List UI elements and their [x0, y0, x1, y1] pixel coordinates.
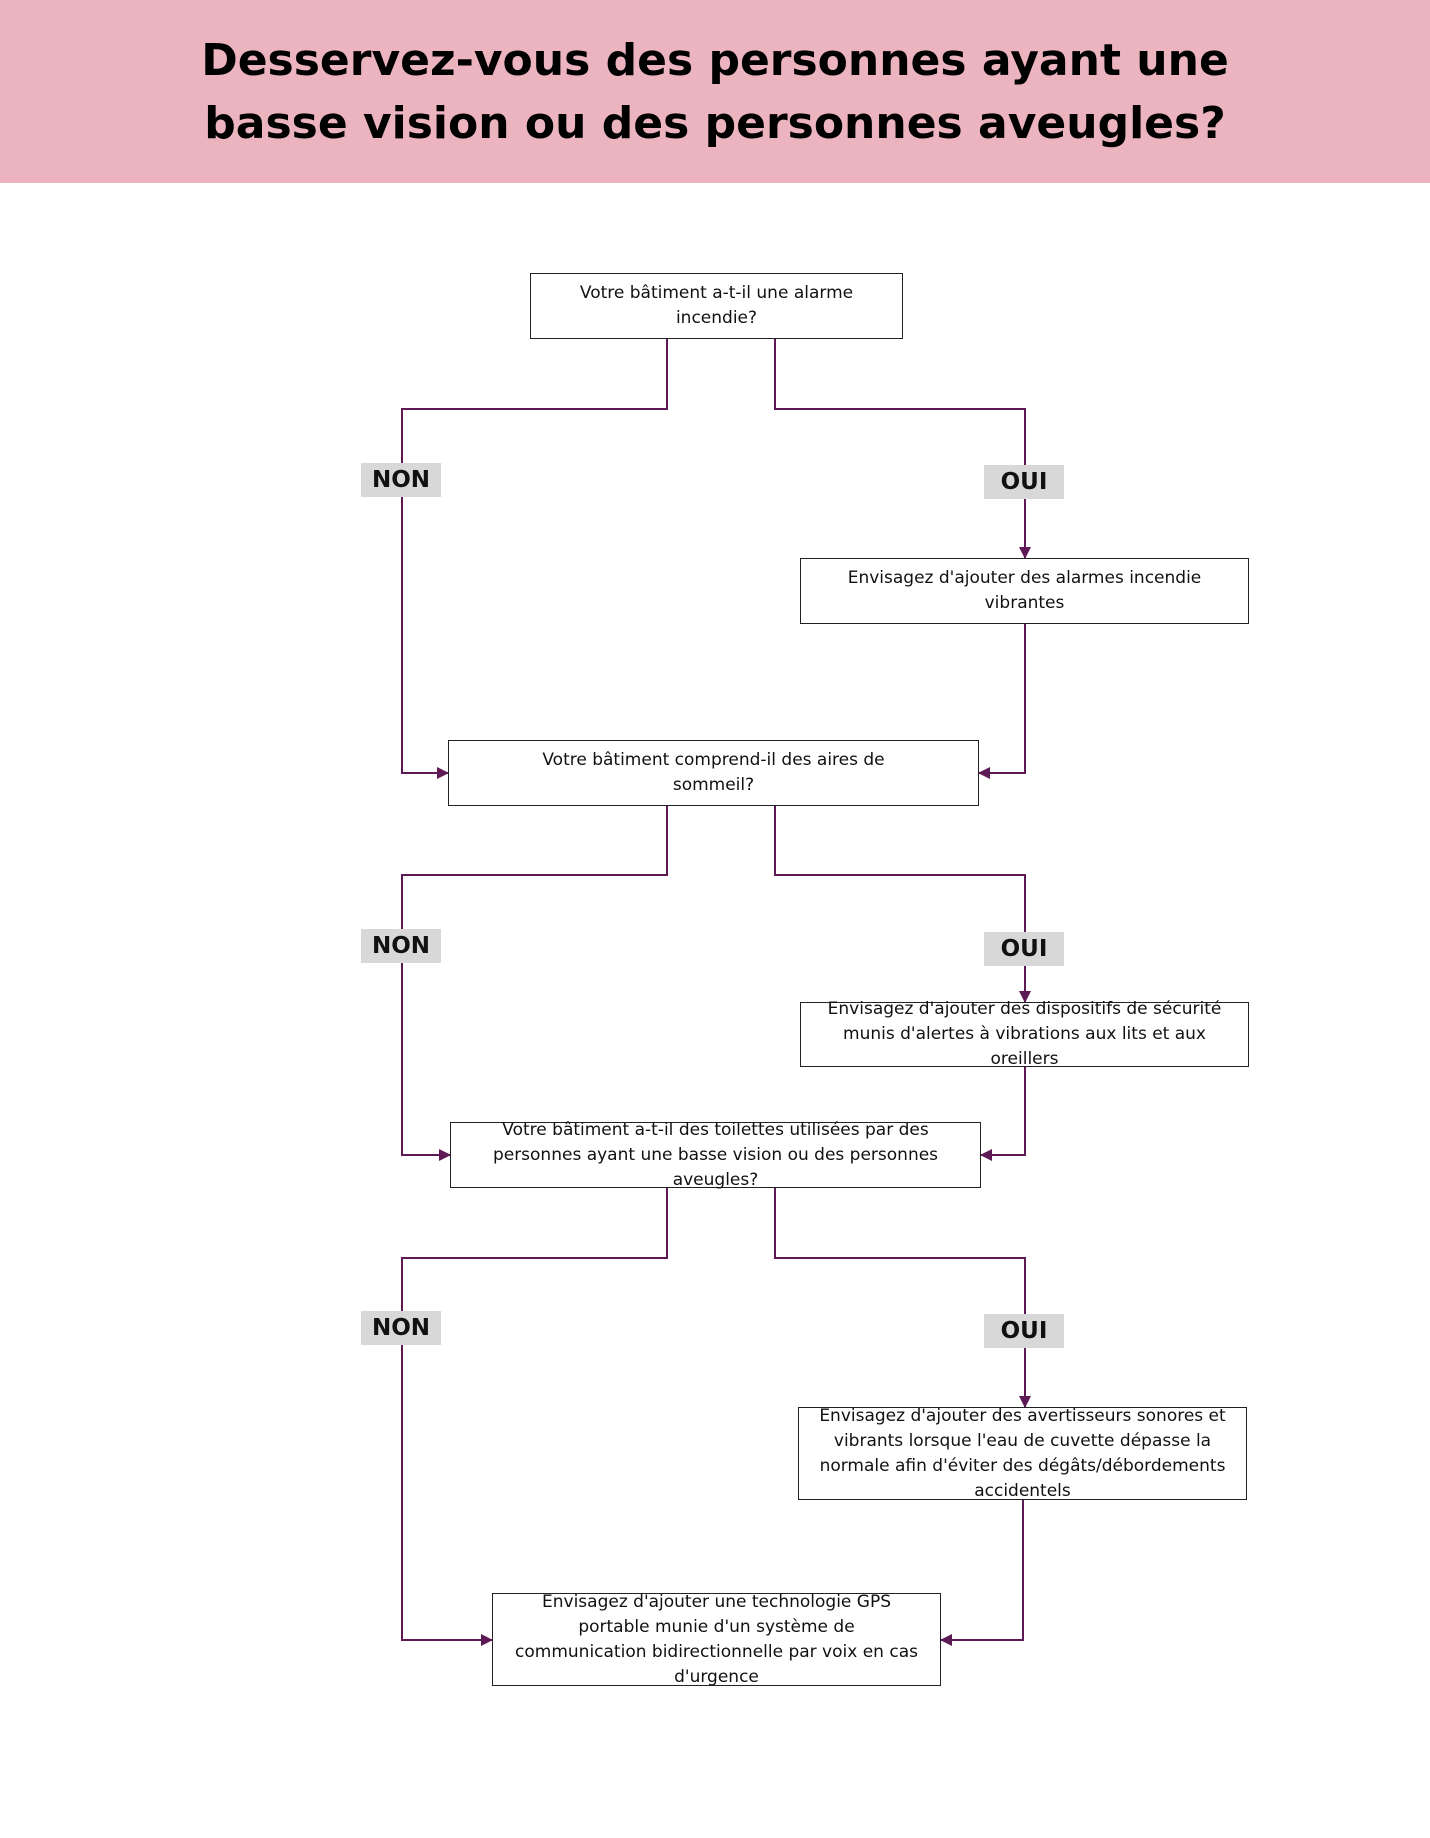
connector-a2-q3: [980, 1067, 1026, 1161]
question-fire-alarm: Votre bâtiment a-t-il une alarme incendi…: [530, 273, 903, 339]
connector-q2-oui: [774, 806, 1031, 1003]
tag-q1-oui: OUI: [984, 465, 1064, 499]
action-vibrating-fire-alarms: Envisagez d'ajouter des alarmes incendie…: [800, 558, 1249, 624]
tag-q1-non: NON: [361, 463, 441, 497]
action-gps-technology-text: Envisagez d'ajouter une technologie GPS …: [515, 1591, 918, 1687]
action-bed-pillow-alerts: Envisagez d'ajouter des dispositifs de s…: [800, 999, 1249, 1069]
question-fire-alarm-text: Votre bâtiment a-t-il une alarme incendi…: [579, 283, 854, 328]
connector-q3-oui: [774, 1188, 1031, 1408]
connector-q1-non: [401, 339, 668, 779]
action-toilet-overflow-alarms-text: Envisagez d'ajouter des avertisseurs son…: [819, 1405, 1226, 1501]
tag-q3-non: NON: [361, 1311, 441, 1345]
tag-q3-oui: OUI: [984, 1314, 1064, 1348]
question-toilets-text: Votre bâtiment a-t-il des toilettes util…: [492, 1119, 939, 1190]
question-sleeping-areas-text: Votre bâtiment comprend-il des aires de …: [542, 750, 885, 795]
tag-q2-non: NON: [361, 929, 441, 963]
action-gps-technology: Envisagez d'ajouter une technologie GPS …: [492, 1592, 941, 1687]
connector-a3-a4: [940, 1500, 1024, 1646]
connector-q2-non: [401, 806, 668, 1161]
connector-q1-oui: [774, 339, 1031, 559]
action-toilet-overflow-alarms: Envisagez d'ajouter des avertisseurs son…: [798, 1406, 1247, 1501]
tag-q2-oui: OUI: [984, 932, 1064, 966]
connector-a1-q2: [978, 624, 1026, 779]
header-banner: Desservez-vous des personnes ayant une b…: [0, 0, 1430, 183]
action-bed-pillow-alerts-text: Envisagez d'ajouter des dispositifs de s…: [827, 999, 1222, 1069]
question-toilets: Votre bâtiment a-t-il des toilettes util…: [450, 1120, 981, 1190]
connector-q3-non: [401, 1188, 668, 1646]
question-sleeping-areas: Votre bâtiment comprend-il des aires de …: [448, 740, 979, 806]
action-vibrating-fire-alarms-text: Envisagez d'ajouter des alarmes incendie…: [847, 568, 1202, 613]
page-title: Desservez-vous des personnes ayant une b…: [201, 34, 1229, 149]
